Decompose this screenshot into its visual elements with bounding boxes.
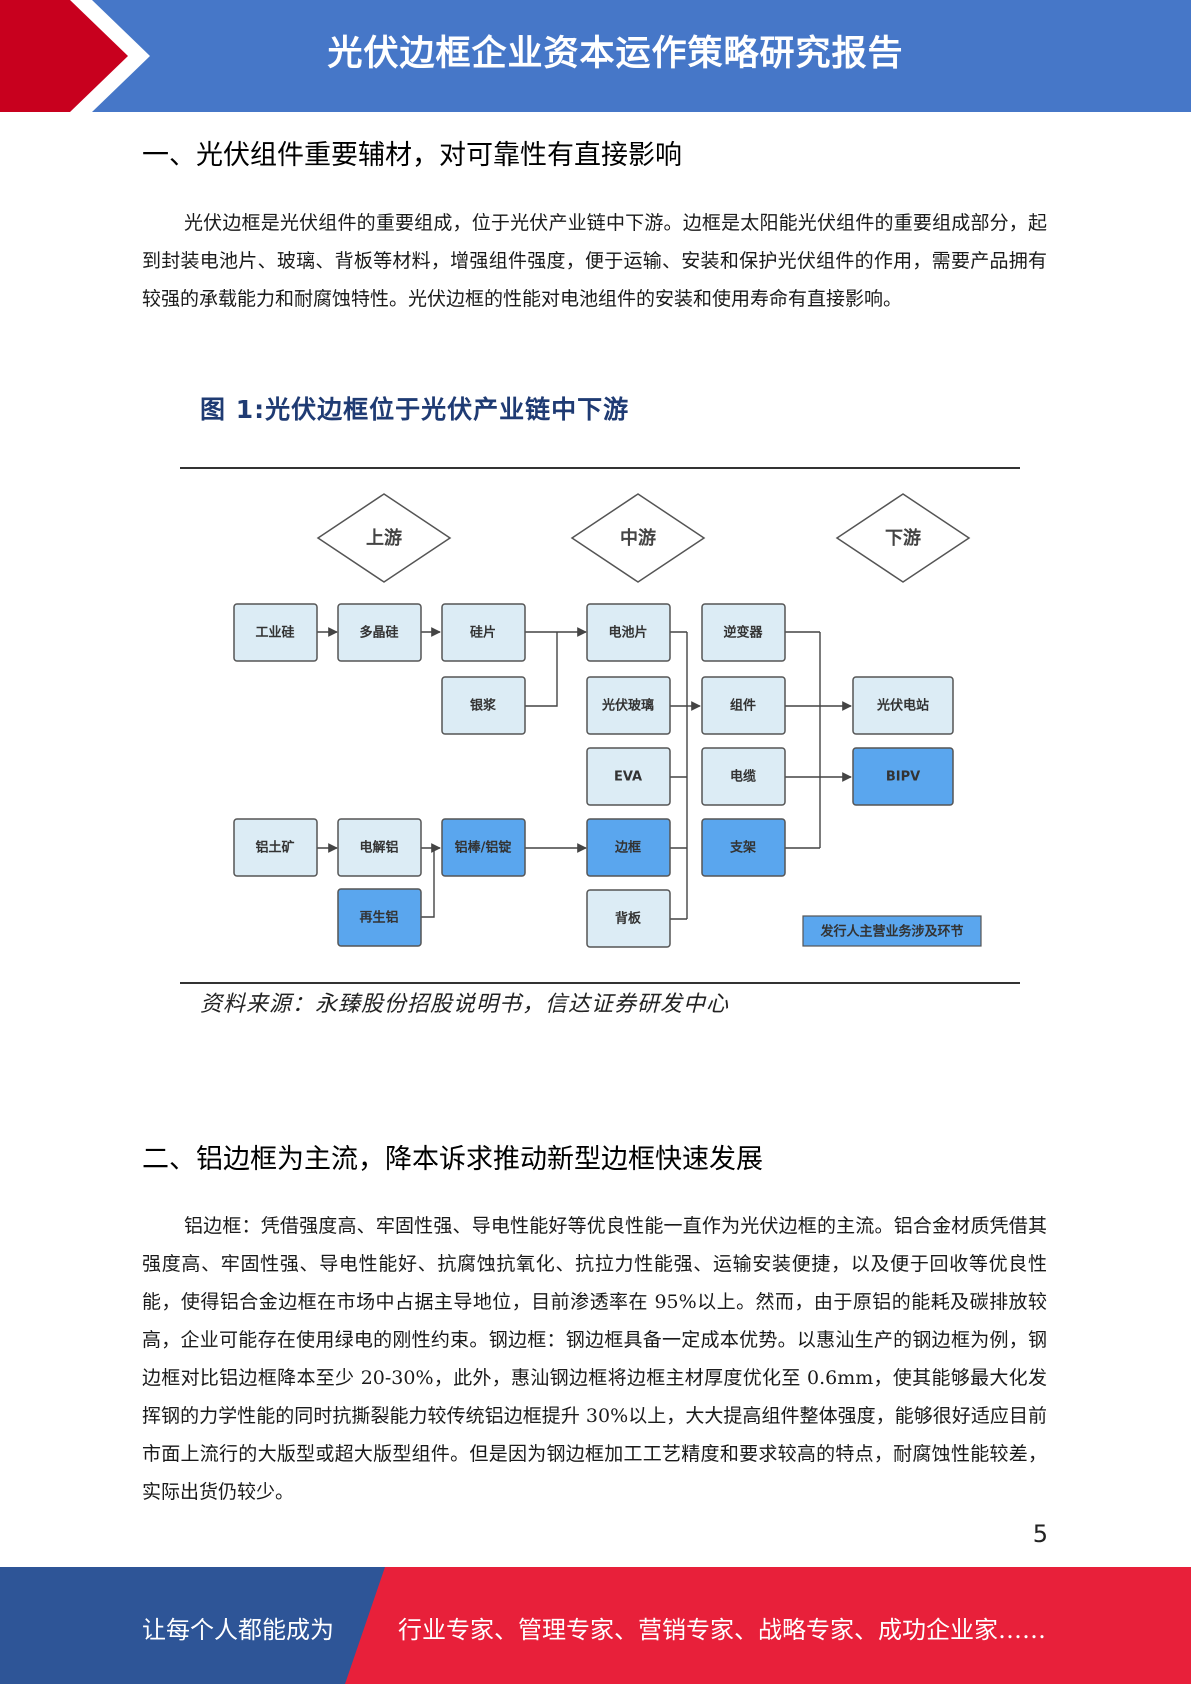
section1-heading: 一、光伏组件重要辅材，对可靠性有直接影响 (142, 140, 682, 171)
svg-text:发行人主营业务涉及环节: 发行人主营业务涉及环节 (819, 924, 963, 940)
footer-slogan-right: 行业专家、管理专家、营销专家、战略专家、成功企业家…… (398, 1616, 1046, 1644)
svg-text:多晶硅: 多晶硅 (359, 625, 398, 641)
node-industrial-silicon: 工业硅 (233, 603, 318, 662)
header-arrow-decoration (0, 0, 150, 112)
stage-midstream-label: 中游 (620, 527, 656, 549)
node-frame: 边框 (586, 818, 671, 877)
section2-paragraph: 铝边框：凭借强度高、牢固性强、导电性能好等优良性能一直作为光伏边框的主流。铝合金… (142, 1215, 1047, 1503)
stage-upstream: 上游 (316, 493, 452, 583)
diagram-edges (317, 627, 852, 920)
svg-text:组件: 组件 (730, 698, 756, 714)
header-bar: 光伏边框企业资本运作策略研究报告 (0, 0, 1191, 112)
figure-source: 资料来源：永臻股份招股说明书，信达证券研发中心 (200, 992, 730, 1017)
svg-text:电缆: 电缆 (730, 769, 756, 785)
footer-band (0, 1567, 1191, 1684)
node-module: 组件 (701, 676, 786, 735)
node-pv-glass: 光伏玻璃 (586, 676, 671, 735)
svg-text:电池片: 电池片 (608, 625, 647, 641)
svg-text:电解铝: 电解铝 (359, 840, 398, 856)
section1-paragraph: 光伏边框是光伏组件的重要组成，位于光伏产业链中下游。边框是太阳能光伏组件的重要组… (142, 212, 1047, 310)
svg-text:铝土矿: 铝土矿 (255, 840, 294, 856)
figure-top-rule (180, 467, 1020, 469)
node-cell: 电池片 (586, 603, 671, 662)
svg-text:背板: 背板 (615, 911, 642, 927)
svg-text:再生铝: 再生铝 (359, 910, 398, 926)
node-eva: EVA (586, 747, 671, 806)
node-al-rod-ingot: 铝棒/铝锭 (441, 818, 526, 877)
supply-chain-diagram: 上游 中游 下游 工业硅 (233, 493, 982, 948)
node-bracket: 支架 (701, 818, 786, 877)
svg-text:光伏玻璃: 光伏玻璃 (601, 698, 654, 714)
node-cable: 电缆 (701, 747, 786, 806)
page-number: 5 (1032, 1520, 1048, 1548)
node-inverter: 逆变器 (701, 603, 786, 662)
figure-title: 图 1:光伏边框位于光伏产业链中下游 (200, 395, 630, 424)
svg-text:EVA: EVA (614, 770, 642, 785)
stage-upstream-label: 上游 (366, 527, 402, 549)
node-bauxite: 铝土矿 (233, 818, 318, 877)
svg-text:工业硅: 工业硅 (255, 625, 294, 641)
svg-text:银浆: 银浆 (470, 698, 497, 714)
svg-text:支架: 支架 (729, 840, 756, 856)
diagram-legend: 发行人主营业务涉及环节 (802, 915, 982, 947)
svg-text:BIPV: BIPV (886, 770, 920, 785)
node-wafer: 硅片 (441, 603, 526, 662)
node-backsheet: 背板 (586, 889, 671, 948)
svg-text:铝棒/铝锭: 铝棒/铝锭 (455, 840, 512, 856)
stage-midstream: 中游 (570, 493, 706, 583)
stage-downstream-label: 下游 (885, 527, 921, 549)
section2-heading: 二、铝边框为主流，降本诉求推动新型边框快速发展 (142, 1144, 763, 1175)
node-polysilicon: 多晶硅 (337, 603, 422, 662)
svg-text:硅片: 硅片 (470, 625, 496, 641)
svg-text:逆变器: 逆变器 (723, 625, 763, 641)
node-silver-paste: 银浆 (441, 676, 526, 735)
svg-text:边框: 边框 (614, 840, 641, 856)
footer-slogan-left: 让每个人都能成为 (142, 1616, 334, 1644)
figure-bottom-rule (180, 982, 1020, 984)
report-title: 光伏边框企业资本运作策略研究报告 (327, 34, 904, 74)
node-recycled-al: 再生铝 (337, 888, 422, 947)
node-pv-station: 光伏电站 (852, 676, 954, 735)
node-electrolytic-al: 电解铝 (337, 818, 422, 877)
stage-downstream: 下游 (835, 493, 971, 583)
node-bipv: BIPV (852, 747, 954, 806)
svg-text:光伏电站: 光伏电站 (876, 698, 929, 714)
